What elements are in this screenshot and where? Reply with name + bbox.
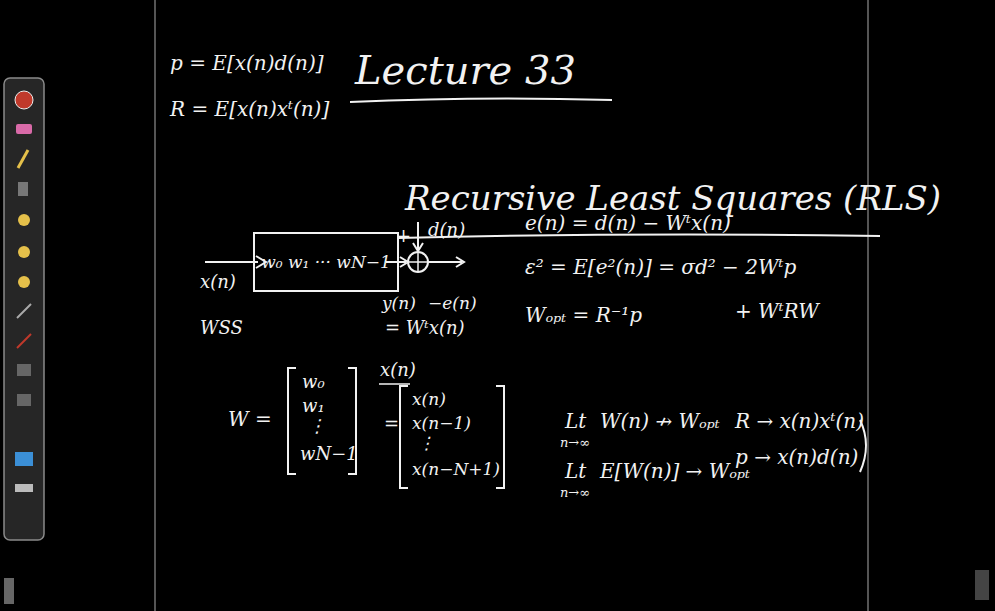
- limit-mark: Lt: [565, 410, 586, 432]
- vector-entry: wN−1: [300, 444, 358, 464]
- summer-symbol: [408, 261, 428, 263]
- limit-mark: Lt: [565, 460, 586, 482]
- scroll-handle: [975, 570, 989, 600]
- summer-symbol: [408, 252, 428, 272]
- equation: + WᵗRW: [735, 300, 819, 322]
- vector-bracket: [288, 368, 296, 474]
- title-underline: [350, 98, 612, 102]
- filter-box: w₀ w₁ ··· wN−1: [253, 232, 399, 292]
- limit-subscript: n→∞: [560, 486, 590, 500]
- signal-name: −e(n): [428, 294, 477, 313]
- arrow-head: [413, 243, 423, 251]
- tool-icon: [17, 304, 31, 318]
- equation: = Wᵗx(n): [385, 318, 465, 338]
- tool-icon: [18, 246, 30, 258]
- equation: R → x(n)xᵗ(n): [735, 410, 864, 432]
- tool-icon: [17, 394, 31, 406]
- signal-name: x(n): [200, 272, 236, 292]
- vector-entry: ⋮: [418, 434, 435, 453]
- vector-entry: x(n): [412, 390, 446, 409]
- vector-entry: ⋮: [308, 416, 326, 436]
- heading-underline: [398, 234, 880, 238]
- tool-icon: [15, 484, 33, 492]
- tool-icon: [18, 182, 28, 196]
- equation: p → x(n)d(n): [735, 446, 858, 468]
- equation: W(n) ↛ Wₒₚₜ: [600, 410, 720, 432]
- scroll-handle: [4, 578, 14, 604]
- equation: E[W(n)] → Wₒₚₜ: [600, 460, 750, 482]
- vector-entry: w₀: [302, 372, 325, 392]
- vector-underline: [379, 383, 410, 385]
- equals-sign: =: [384, 414, 399, 434]
- tool-icon: [18, 150, 28, 168]
- equation: R = E[x(n)xᵗ(n)]: [170, 98, 329, 120]
- panel-divider: [867, 0, 869, 611]
- equation: p = E[x(n)d(n)]: [170, 52, 324, 74]
- equation: ε² = E[e²(n)] = σd² − 2Wᵗp: [525, 256, 796, 278]
- signal-name: y(n): [382, 294, 416, 313]
- tool-icon: [18, 214, 30, 226]
- tool-icon: [16, 124, 32, 134]
- arrow-head: [456, 257, 464, 267]
- tool-icon: [17, 334, 31, 348]
- signal-name: d(n): [428, 220, 465, 240]
- vector-entry: x(n−N+1): [412, 460, 500, 479]
- vector-entry: x(n−1): [412, 414, 471, 433]
- vector-bracket: [400, 386, 408, 488]
- vector-entry: w₁: [302, 396, 325, 416]
- vector-name: x(n): [380, 360, 416, 380]
- input-wire: [205, 261, 258, 263]
- lecture-title: Lecture 33: [355, 48, 576, 92]
- tool-icon: [17, 364, 31, 376]
- tool-palette: [4, 78, 44, 540]
- node-text-stack: w₀ w₁ ··· wN−1: [261, 252, 391, 272]
- error-wire: [428, 261, 462, 263]
- arrow-head: [400, 257, 408, 267]
- signal-note: WSS: [200, 318, 243, 338]
- tool-icon: [15, 91, 33, 109]
- equation: Wₒₚₜ = R⁻¹p: [525, 304, 642, 326]
- panel-divider: [154, 0, 156, 611]
- limit-subscript: n→∞: [560, 436, 590, 450]
- vector-name: W =: [228, 408, 272, 430]
- tool-icon: [15, 452, 33, 466]
- tool-icon: [18, 276, 30, 288]
- filter-weights: w₀ w₁ ··· wN−1: [261, 252, 391, 272]
- desired-wire: [417, 222, 419, 250]
- equation: e(n) = d(n) − Wᵗx(n): [525, 212, 731, 234]
